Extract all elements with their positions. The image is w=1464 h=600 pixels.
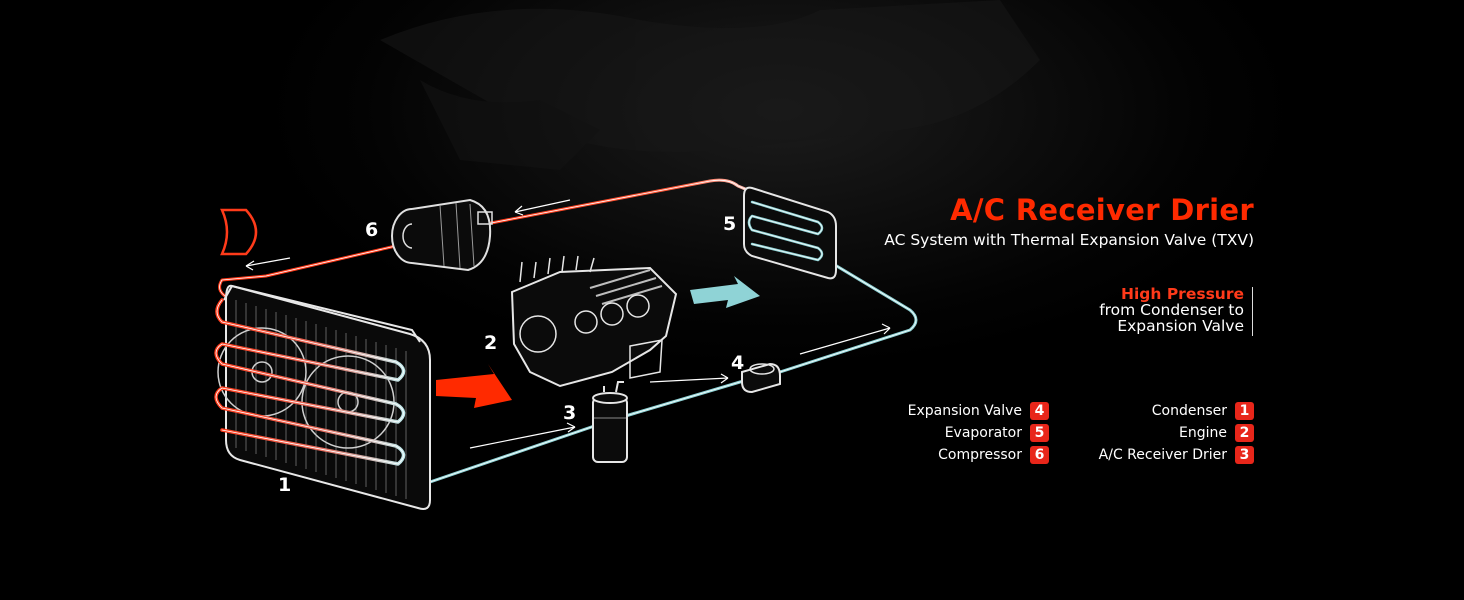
flow-arrows <box>245 199 891 449</box>
legend-label: Compressor <box>938 447 1022 463</box>
callout-receiver-drier: 3 <box>563 402 577 424</box>
legend-left: Expansion Valve 4 Evaporator 5 Compresso… <box>908 400 1049 466</box>
high-pressure-line <box>218 178 764 302</box>
legend-item-compressor: Compressor 6 <box>908 444 1049 466</box>
callout-engine: 2 <box>484 332 498 354</box>
legend-label: A/C Receiver Drier <box>1098 447 1227 463</box>
legend-badge: 4 <box>1030 402 1049 420</box>
condenser-illustration <box>217 284 431 510</box>
legend-item-condenser: Condenser 1 <box>1099 400 1254 422</box>
legend-badge: 3 <box>1235 446 1254 464</box>
page-title: A/C Receiver Drier <box>950 193 1254 227</box>
legend-label: Condenser <box>1151 403 1227 419</box>
callout-compressor: 6 <box>365 219 379 241</box>
legend-right: Condenser 1 Engine 2 A/C Receiver Drier … <box>1099 400 1254 466</box>
legend-item-receiver-drier: A/C Receiver Drier 3 <box>1099 444 1254 466</box>
legend-label: Expansion Valve <box>907 403 1022 419</box>
legend-item-expansion-valve: Expansion Valve 4 <box>908 400 1049 422</box>
low-pressure-line <box>416 260 918 484</box>
pressure-note-line2: Expansion Valve <box>1117 317 1244 335</box>
callout-condenser: 1 <box>278 474 292 496</box>
legend-item-evaporator: Evaporator 5 <box>908 422 1049 444</box>
legend-label: Engine <box>1179 425 1227 441</box>
pressure-note-line1: from Condenser to <box>1099 301 1244 319</box>
receiver-drier-illustration <box>592 381 628 463</box>
callout-evaporator: 5 <box>723 213 737 235</box>
compressor-illustration <box>391 198 493 272</box>
pressure-note: High Pressure from Condenser to Expansio… <box>1099 286 1244 334</box>
page-subtitle: AC System with Thermal Expansion Valve (… <box>884 231 1254 249</box>
pressure-note-highlight: High Pressure <box>1121 285 1244 303</box>
legend-badge: 6 <box>1030 446 1049 464</box>
condenser-coil <box>214 298 406 466</box>
cool-air-arrow <box>690 276 760 308</box>
callout-expansion-valve: 4 <box>731 352 745 374</box>
evaporator-illustration <box>743 186 837 280</box>
cabin-vent-icon <box>220 208 258 256</box>
legend-label: Evaporator <box>944 425 1022 441</box>
background-engine-silhouette <box>380 0 1040 170</box>
hot-air-arrow <box>436 364 512 408</box>
legend-badge: 2 <box>1235 424 1254 442</box>
expansion-valve-illustration <box>741 362 781 394</box>
pressure-note-divider <box>1252 287 1253 336</box>
legend-item-engine: Engine 2 <box>1099 422 1254 444</box>
legend-badge: 5 <box>1030 424 1049 442</box>
legend-badge: 1 <box>1235 402 1254 420</box>
engine-illustration <box>510 255 678 388</box>
